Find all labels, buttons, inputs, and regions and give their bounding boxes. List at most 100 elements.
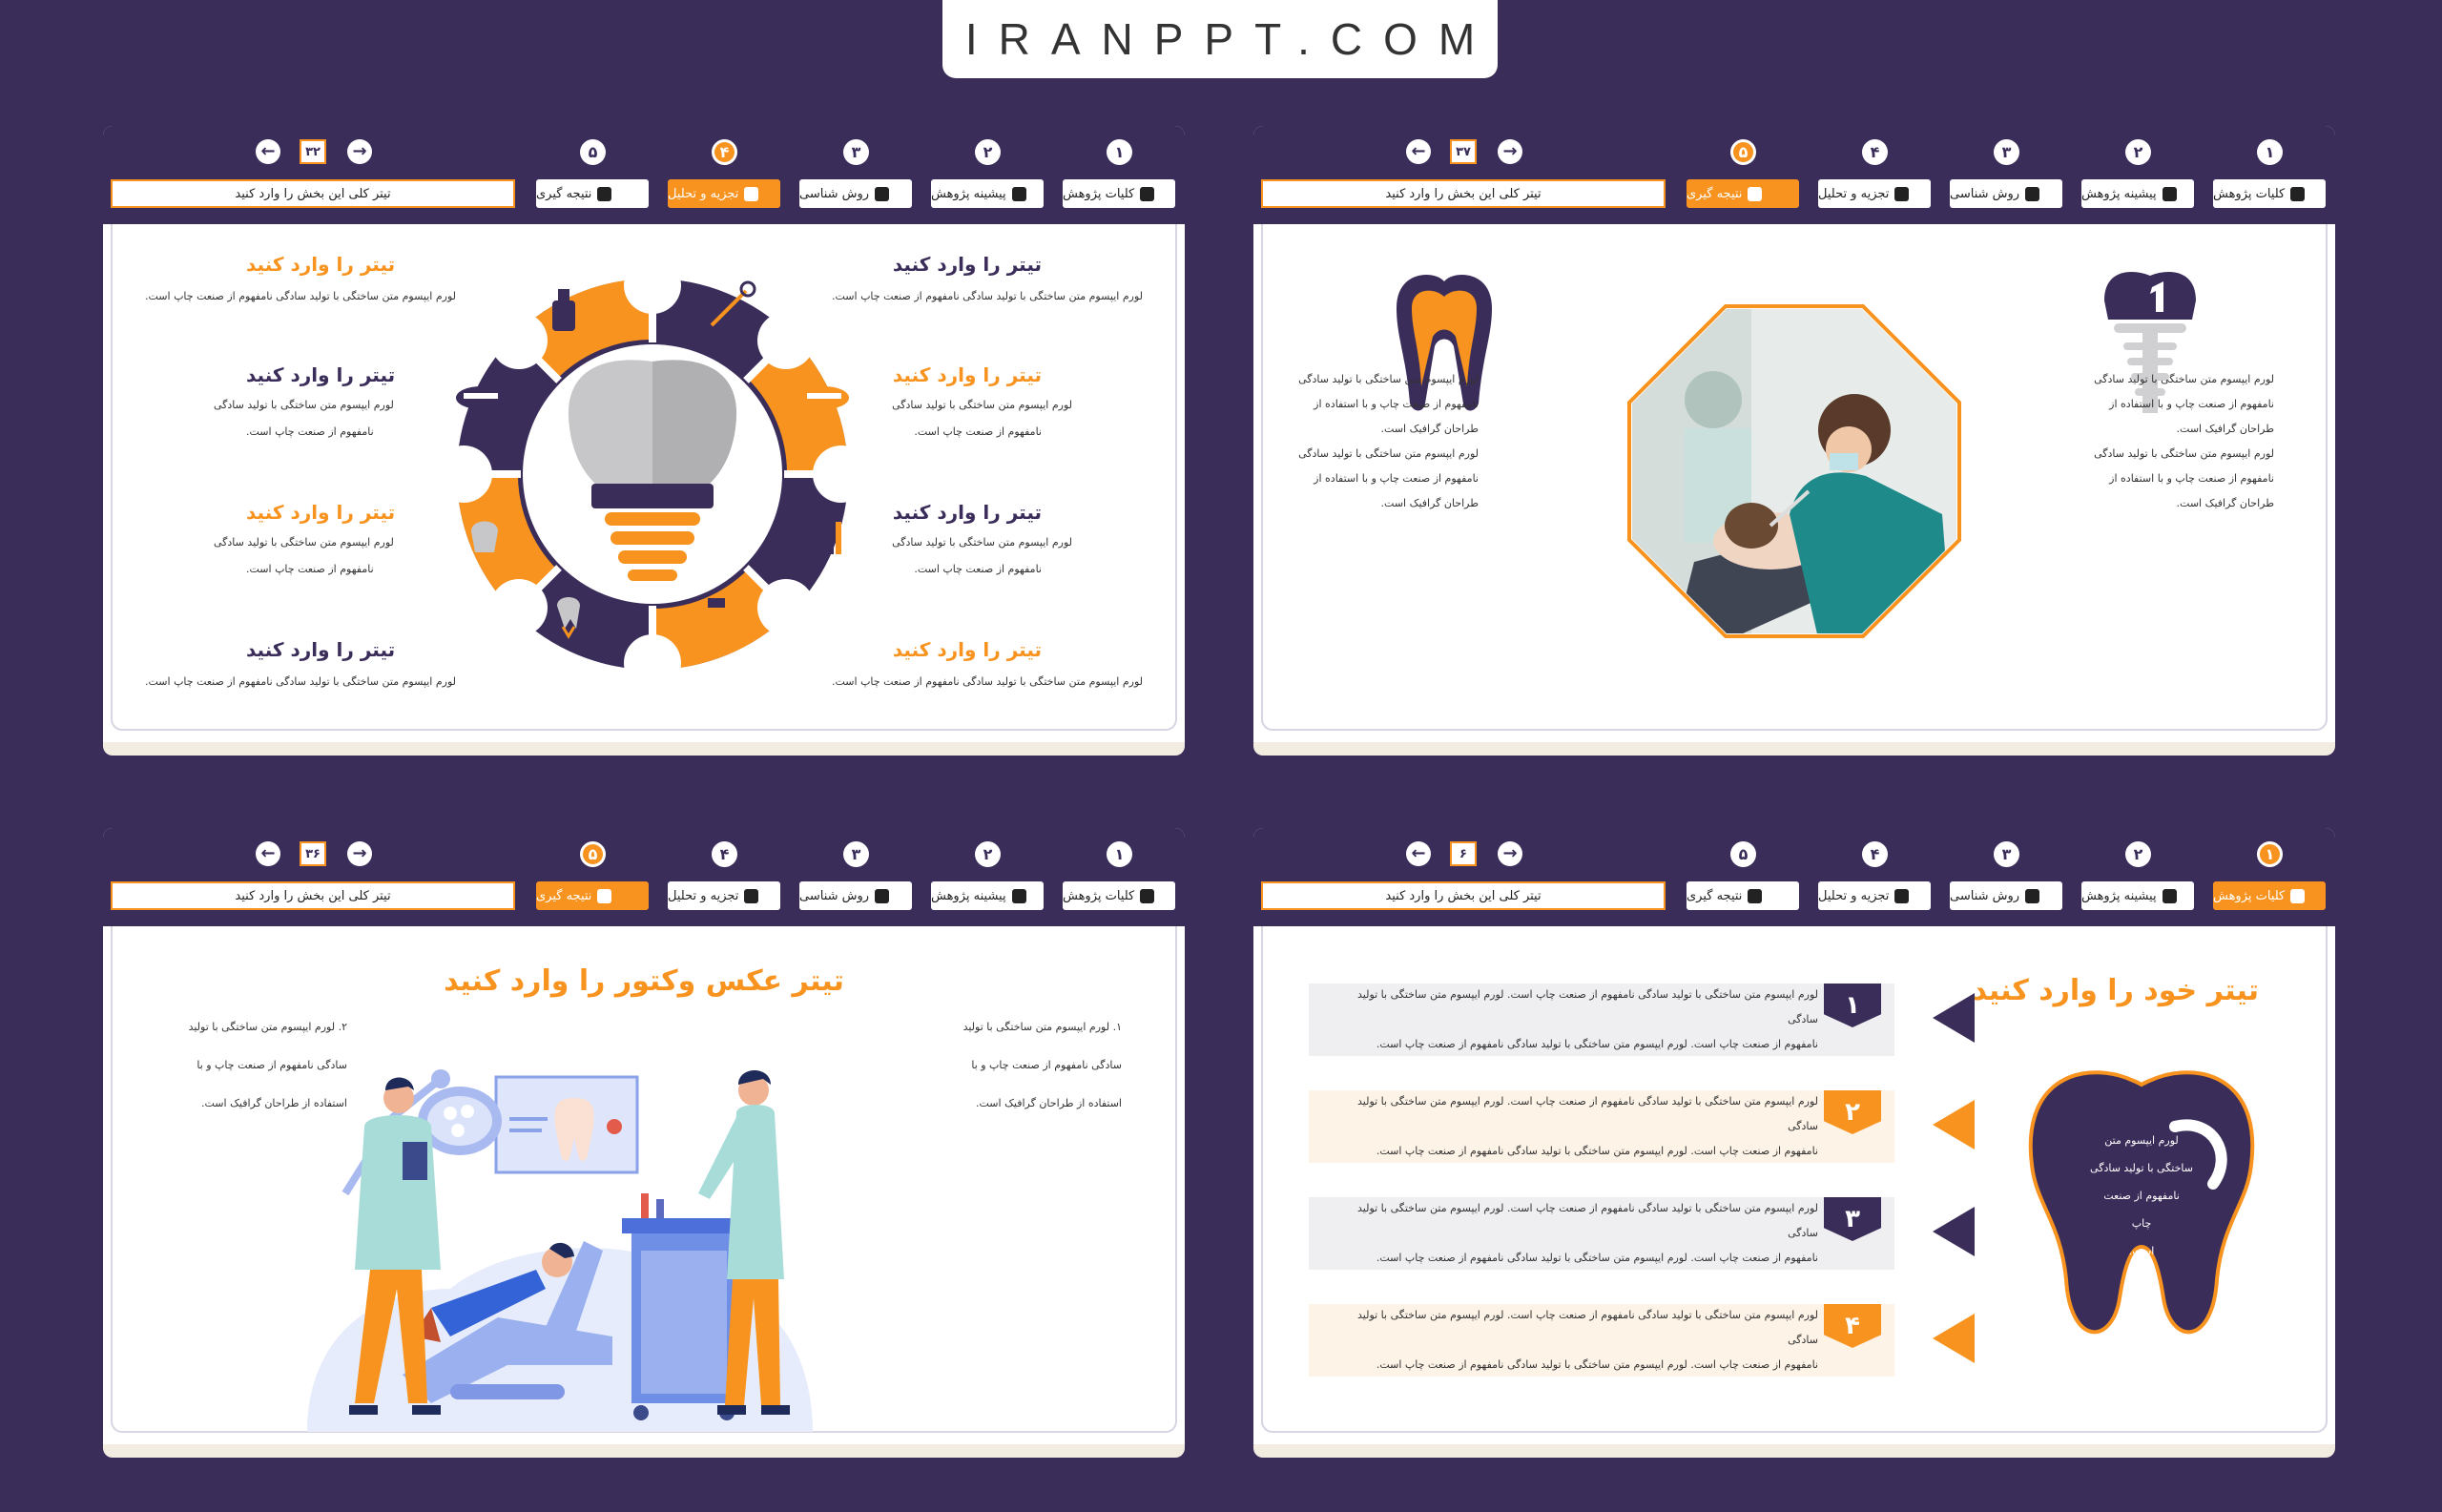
tab-number-badge[interactable]: ۴	[712, 841, 737, 867]
tab-background[interactable]: پیشینه پژوهش	[2081, 179, 2194, 208]
tools-icon	[744, 186, 759, 201]
crown-tooth-icon	[471, 521, 498, 552]
text-line: نامفهوم از صنعت	[2103, 1190, 2180, 1202]
tab-number-badge[interactable]: ۳	[843, 841, 869, 867]
target-icon	[1748, 186, 1763, 201]
tab-analysis[interactable]: تجزیه و تحلیل	[668, 881, 780, 910]
tab-number-badge[interactable]: ۳	[1994, 139, 2019, 165]
item-text: لورم ایپسوم متن ساختگی با تولید سادگی نا…	[832, 675, 1143, 688]
tab-methodology[interactable]: روش شناسی	[799, 881, 912, 910]
section-title-box[interactable]: تیتر کلی این بخش را وارد کنید	[1261, 881, 1666, 910]
tab-number-badge[interactable]: ۱	[1107, 139, 1132, 165]
grid-icon	[875, 888, 890, 903]
tab-conclusion[interactable]: نتیجه گیری	[536, 179, 649, 208]
tab-analysis[interactable]: تجزیه و تحلیل	[668, 179, 780, 208]
broken-tooth-icon	[557, 597, 580, 639]
text-line: نامفهوم از صنعت چاپ است. لورم ایپسوم متن…	[1376, 1358, 1818, 1371]
tab-background[interactable]: پیشینه پژوهش	[931, 881, 1044, 910]
tab-label: تجزیه و تحلیل	[1818, 186, 1890, 201]
pen-icon	[1011, 888, 1026, 903]
dentist-vector-illustration	[307, 1069, 813, 1432]
tab-overview[interactable]: کلیات پژوهش	[2213, 179, 2326, 208]
tab-analysis[interactable]: تجزیه و تحلیل	[1818, 881, 1931, 910]
page-number: ۳۲	[300, 139, 326, 164]
tab-number-badge[interactable]: ۱	[1107, 841, 1132, 867]
page-number: ۳۷	[1450, 139, 1477, 164]
tab-number-badge[interactable]: ۵	[1730, 841, 1756, 867]
tab-conclusion[interactable]: نتیجه گیری	[536, 881, 649, 910]
slide-header: کلیات پژوهش ۱ پیشینه پژوهش ۲ روش شناسی ۳ تجزیه…	[1253, 126, 2335, 224]
text-line: نامفهوم از صنعت چاپ و با استفاده از	[2109, 398, 2274, 410]
text-line: ۱. لورم ایپسوم متن ساختگی با تولید	[962, 1021, 1122, 1033]
tab-methodology[interactable]: روش شناسی	[1950, 881, 2062, 910]
next-arrow-icon[interactable]: →	[347, 841, 372, 866]
tab-number-badge[interactable]: ۲	[2125, 139, 2151, 165]
tab-conclusion[interactable]: نتیجه گیری	[1687, 179, 1799, 208]
item-title: تیتر را وارد کنید	[892, 501, 1042, 524]
number-badge: ۴	[1824, 1304, 1881, 1348]
tab-overview[interactable]: کلیات پژوهش	[2213, 881, 2326, 910]
tools-icon	[1894, 186, 1910, 201]
slide-thumbnail-37[interactable]: کلیات پژوهش ۱ پیشینه پژوهش ۲ روش شناسی ۳ تجزیه…	[1253, 126, 2335, 756]
tab-number-badge[interactable]: ۵	[1730, 139, 1756, 165]
tab-number-badge[interactable]: ۱	[2257, 841, 2283, 867]
tooth-icon	[1397, 275, 1492, 411]
section-title-box[interactable]: تیتر کلی این بخش را وارد کنید	[111, 179, 515, 208]
tab-overview[interactable]: کلیات پژوهش	[1063, 881, 1175, 910]
pen-icon	[2162, 888, 2177, 903]
tab-methodology[interactable]: روش شناسی	[1950, 179, 2062, 208]
prev-arrow-icon[interactable]: ←	[1406, 841, 1431, 866]
tab-analysis[interactable]: تجزیه و تحلیل	[1818, 179, 1931, 208]
tab-number-badge[interactable]: ۵	[580, 139, 606, 165]
item-text: لورم ایپسوم متن ساختگی با تولید سادگی نا…	[145, 675, 456, 688]
tools-icon	[1894, 888, 1910, 903]
tab-methodology[interactable]: روش شناسی	[799, 179, 912, 208]
tooth-icon	[1140, 186, 1155, 201]
tab-label: پیشینه پژوهش	[931, 186, 1006, 201]
slide-title: تیتر عکس وکتور را وارد کنید	[444, 964, 844, 998]
text-line: است.	[2128, 1245, 2155, 1257]
slide-content: تیتر عکس وکتور را وارد کنید ۲. لورم ایپس…	[111, 926, 1177, 1433]
target-icon	[597, 888, 612, 903]
prev-arrow-icon[interactable]: ←	[256, 139, 280, 164]
page-number: ۶	[1450, 841, 1477, 866]
tab-overview[interactable]: کلیات پژوهش	[1063, 179, 1175, 208]
tab-number-badge[interactable]: ۱	[2257, 139, 2283, 165]
slide-thumbnail-6[interactable]: کلیات پژوهش ۱ پیشینه پژوهش ۲ روش شناسی ۳ تجزیه…	[1253, 828, 2335, 1458]
tab-number-badge[interactable]: ۴	[1862, 841, 1888, 867]
next-arrow-icon[interactable]: →	[1498, 139, 1522, 164]
text-line: لورم ایپسوم متن ساختگی با تولید سادگی	[1298, 373, 1479, 385]
slide-thumbnail-32[interactable]: کلیات پژوهش ۱ پیشینه پژوهش ۲ روش شناسی ۳ تجزیه…	[103, 126, 1185, 756]
item-text: لورم ایپسوم متن ساختگی با تولید سادگی	[892, 399, 1072, 411]
item-text: لورم ایپسوم متن ساختگی با تولید سادگی نا…	[832, 290, 1143, 302]
next-arrow-icon[interactable]: →	[1498, 841, 1522, 866]
prev-arrow-icon[interactable]: ←	[1406, 139, 1431, 164]
tab-background[interactable]: پیشینه پژوهش	[2081, 881, 2194, 910]
tab-label: روش شناسی	[799, 888, 870, 903]
dental-tools-icon	[710, 280, 756, 327]
tab-number-badge[interactable]: ۲	[975, 841, 1001, 867]
section-title-box[interactable]: تیتر کلی این بخش را وارد کنید	[111, 881, 515, 910]
tab-number-badge[interactable]: ۴	[1862, 139, 1888, 165]
item-text: نامفهوم از صنعت چاپ است.	[914, 563, 1042, 575]
tab-number-badge[interactable]: ۵	[580, 841, 606, 867]
right-paragraph: لورم ایپسوم متن ساختگی با تولید سادگی نا…	[2087, 367, 2274, 516]
tab-number-badge[interactable]: ۲	[2125, 841, 2151, 867]
tab-label: کلیات پژوهش	[2213, 186, 2286, 201]
tab-conclusion[interactable]: نتیجه گیری	[1687, 881, 1799, 910]
item-text: لورم ایپسوم متن ساختگی با تولید سادگی	[214, 536, 394, 549]
tab-number-badge[interactable]: ۲	[975, 139, 1001, 165]
slide-thumbnail-36[interactable]: کلیات پژوهش ۱ پیشینه پژوهش ۲ روش شناسی ۳ تجزیه…	[103, 828, 1185, 1458]
section-title-box[interactable]: تیتر کلی این بخش را وارد کنید	[1261, 179, 1666, 208]
text-line: طراحان گرافیک است.	[2176, 423, 2274, 435]
list-item: ۲ لورم ایپسوم متن ساختگی با تولید سادگی …	[1309, 1090, 1894, 1163]
tab-number-badge[interactable]: ۳	[1994, 841, 2019, 867]
tab-background[interactable]: پیشینه پژوهش	[931, 179, 1044, 208]
text-line: طراحان گرافیک است.	[1380, 497, 1479, 509]
tools-icon	[744, 888, 759, 903]
next-arrow-icon[interactable]: →	[347, 139, 372, 164]
brand-banner: IRANPPT.COM	[942, 0, 1498, 78]
prev-arrow-icon[interactable]: ←	[256, 841, 280, 866]
tab-number-badge[interactable]: ۳	[843, 139, 869, 165]
tab-number-badge[interactable]: ۴	[712, 139, 737, 165]
